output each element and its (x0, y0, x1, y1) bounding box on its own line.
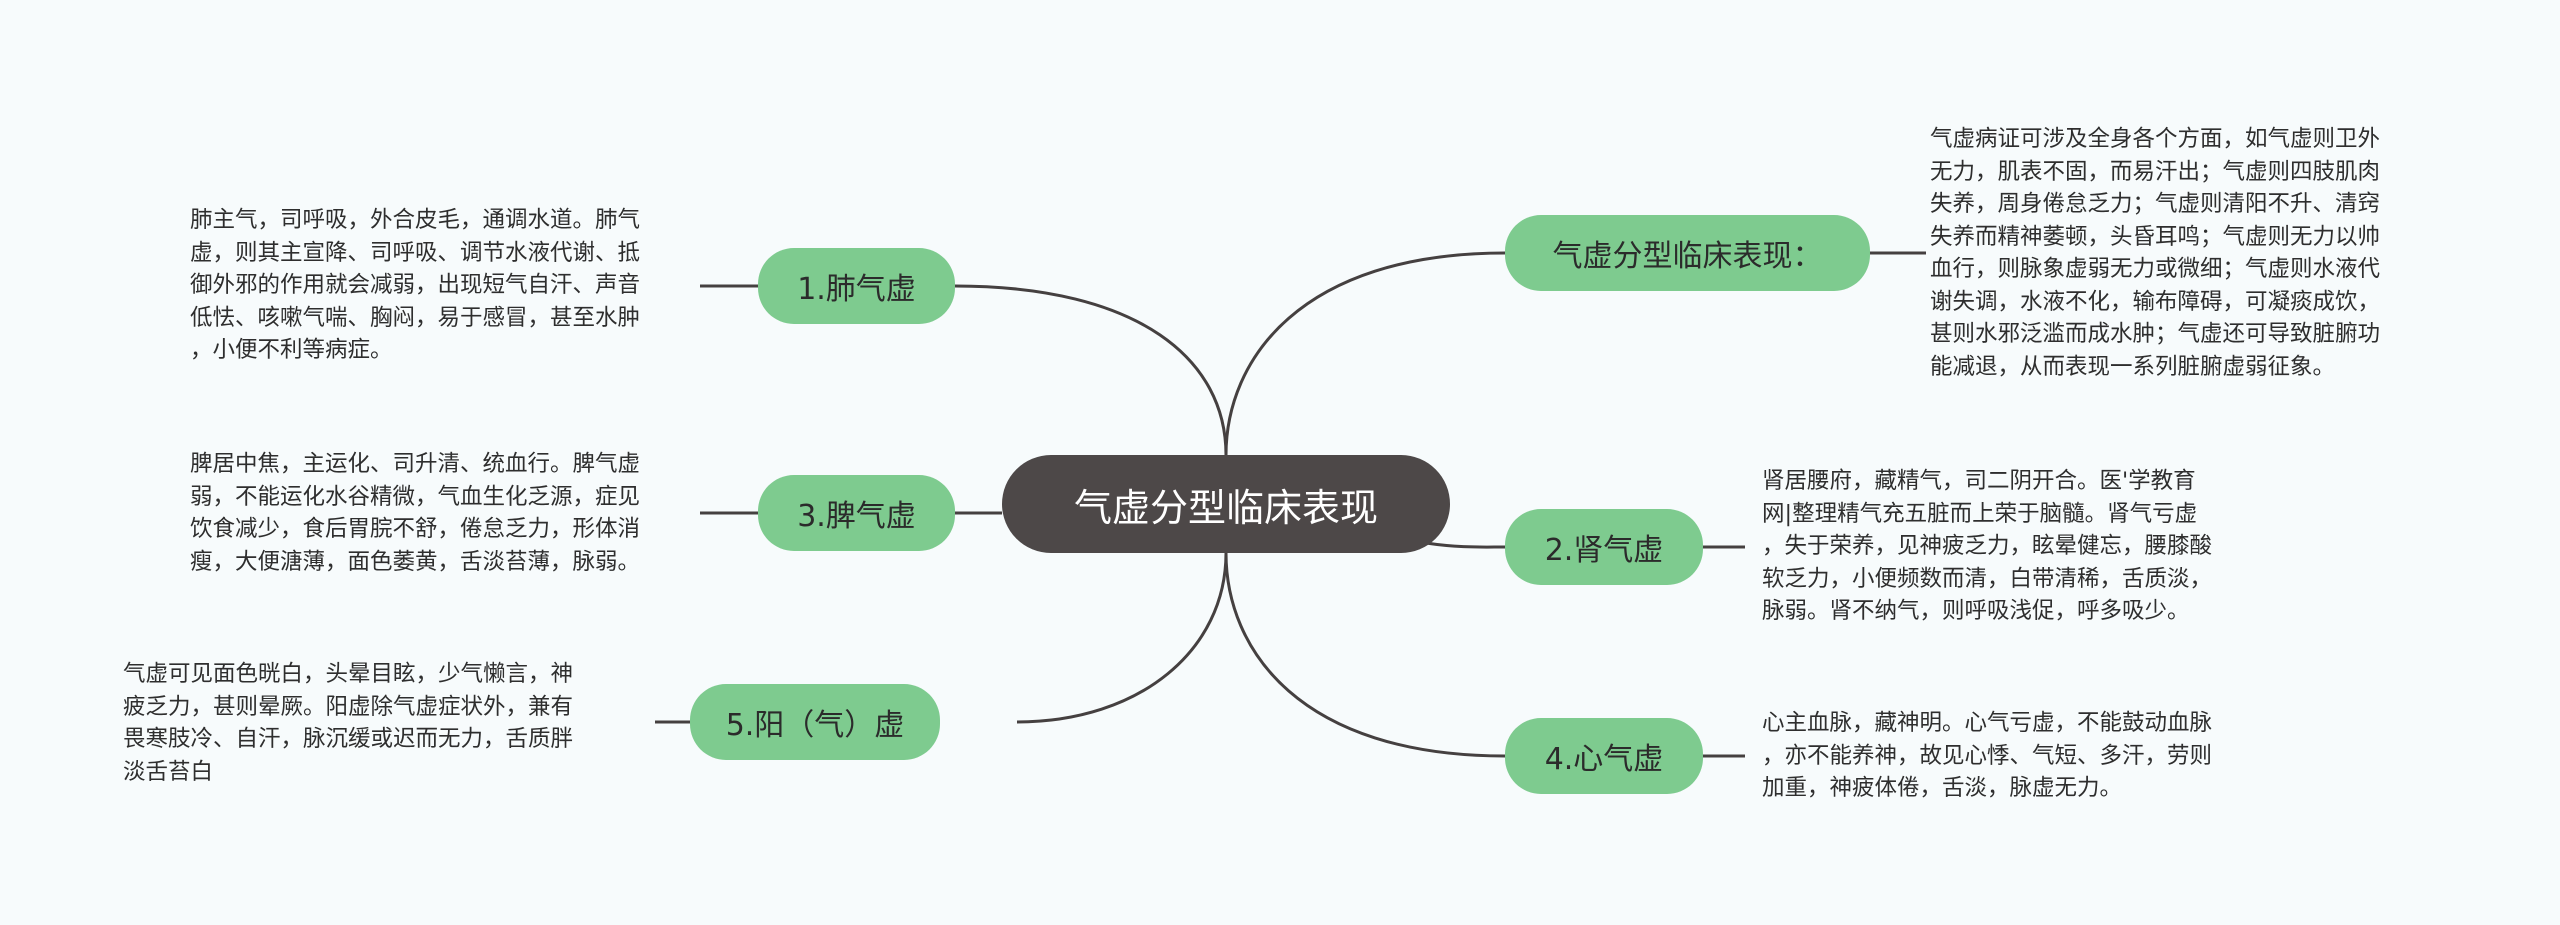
branch-heart[interactable]: 4.心气虚 (1505, 718, 1703, 794)
detail-heart: 心主血脉，藏神明。心气亏虚，不能鼓动血脉 ，亦不能养神，故见心悸、气短、多汗，劳… (1762, 710, 2213, 801)
detail-overview: 气虚病证可涉及全身各个方面，如气虚则卫外 无力，肌表不固，而易汗出；气虚则四肢肌… (1930, 126, 2381, 380)
link-lung (954, 284, 1228, 456)
link-kidney (1425, 541, 1506, 549)
center-label: 气虚分型临床表现 (1073, 485, 1378, 530)
link-heart (1224, 552, 1506, 758)
branch-yang-label: 5.阳（气）虚 (725, 708, 905, 743)
branch-overview[interactable]: 气虚分型临床表现： (1505, 215, 1870, 291)
detail-spleen: 脾居中焦，主运化、司升清、统血行。脾气虚 弱，不能运化水谷精微，气血生化乏源，症… (190, 451, 641, 575)
branch-spleen-label: 3.脾气虚 (797, 499, 916, 534)
link-overview (1224, 251, 1506, 456)
center-node[interactable]: 气虚分型临床表现 (1002, 455, 1450, 553)
branch-lung[interactable]: 1.肺气虚 (758, 248, 955, 324)
detail-lung: 肺主气，司呼吸，外合皮毛，通调水道。肺气 虚，则其主宣降、司呼吸、调节水液代谢、… (190, 207, 641, 363)
branch-yang[interactable]: 5.阳（气）虚 (690, 684, 940, 760)
branch-kidney[interactable]: 2.肾气虚 (1505, 509, 1703, 585)
branch-overview-label: 气虚分型临床表现： (1552, 239, 1823, 274)
branch-heart-label: 4.心气虚 (1544, 742, 1664, 777)
detail-yang: 气虚可见面色晄白，头晕目眩，少气懒言，神 疲乏力，甚则晕厥。阳虚除气虚症状外，兼… (123, 661, 574, 785)
branch-spleen[interactable]: 3.脾气虚 (758, 475, 955, 551)
branch-lung-label: 1.肺气虚 (797, 272, 916, 307)
link-yang (1016, 552, 1228, 724)
branch-kidney-label: 2.肾气虚 (1544, 533, 1664, 568)
detail-kidney: 肾居腰府，藏精气，司二阴开合。医'学教育 网|整理精气充五脏而上荣于脑髓。肾气亏… (1762, 468, 2213, 624)
